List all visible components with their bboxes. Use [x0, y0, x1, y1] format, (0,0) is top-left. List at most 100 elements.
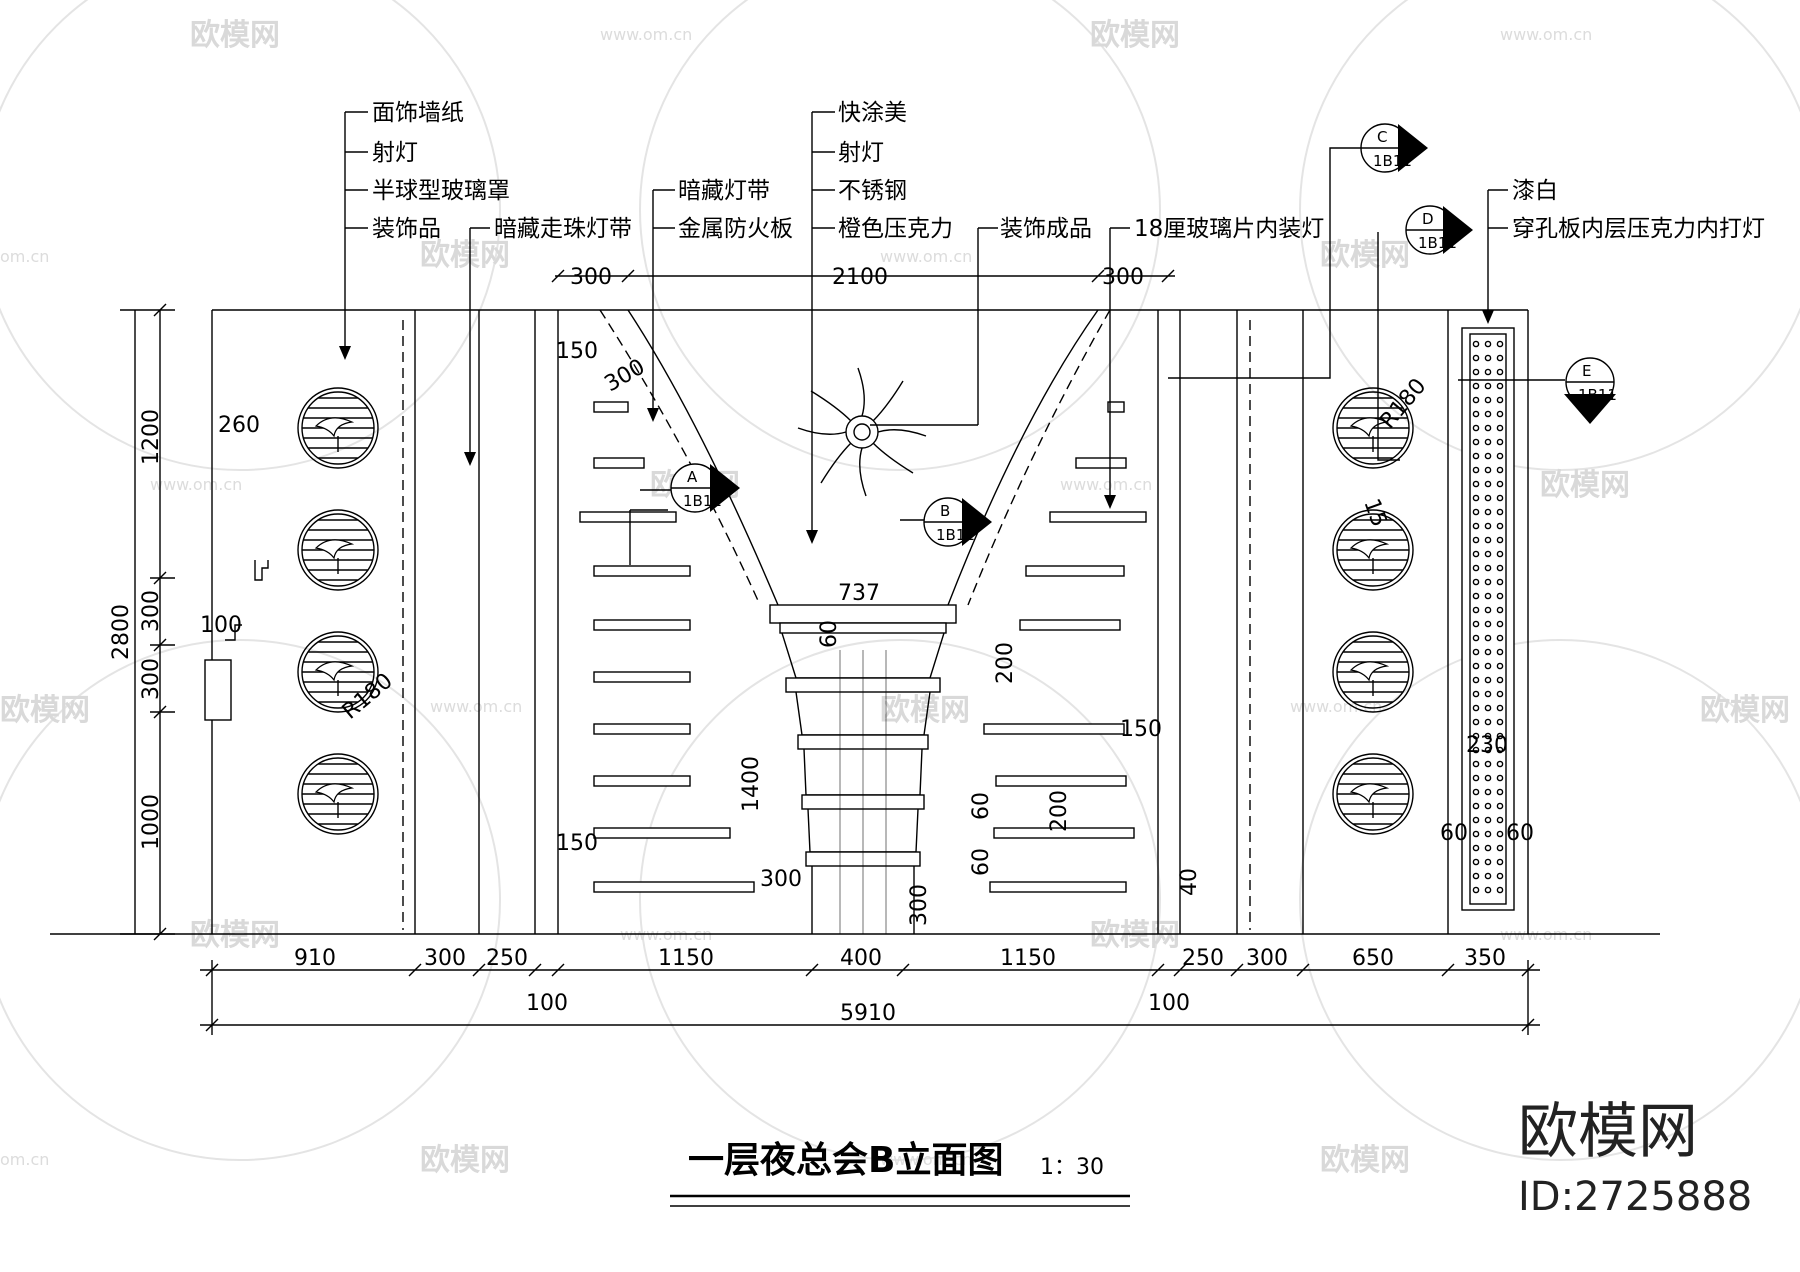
- shelf-bar: [989, 881, 1127, 893]
- perforation-hole: [1484, 480, 1492, 488]
- perforation-hole: [1484, 718, 1492, 726]
- perforation-hole: [1472, 858, 1480, 866]
- perforation-hole: [1496, 774, 1504, 782]
- perforation-hole: [1472, 844, 1480, 852]
- dimension-tick: [1151, 963, 1165, 977]
- section-tag-letter: C: [1377, 128, 1387, 146]
- perforation-hole: [1496, 438, 1504, 446]
- perforation-hole: [1496, 718, 1504, 726]
- glass-dome-outer: [297, 509, 379, 591]
- perforation-hole: [1496, 382, 1504, 390]
- glass-dome-outer: [1332, 509, 1414, 591]
- watermark-text: 欧模网: [1320, 238, 1410, 273]
- perforation-hole: [1484, 578, 1492, 586]
- perforation-hole: [1496, 844, 1504, 852]
- perforation-hole: [1472, 788, 1480, 796]
- perforation-hole: [1484, 522, 1492, 530]
- perforation-hole: [1472, 396, 1480, 404]
- watermark-text: 欧模网: [1540, 468, 1630, 503]
- perforation-hole: [1472, 802, 1480, 810]
- section-tag-c: C 1B11: [1360, 123, 1428, 173]
- perforation-hole: [1496, 802, 1504, 810]
- perforation-hole: [1484, 494, 1492, 502]
- perforation-hole: [1472, 522, 1480, 530]
- dimension-tick: [1296, 963, 1310, 977]
- dim-top-300a: 300: [570, 265, 612, 290]
- label-spotlight-center: 射灯: [838, 140, 884, 166]
- perforation-hole: [1472, 382, 1480, 390]
- dim-r180-right: R180: [1375, 374, 1431, 434]
- shelf-bar: [593, 457, 645, 469]
- watermark-text: 欧模网: [880, 693, 970, 728]
- label-glass-light: 18厘玻璃片内装灯: [1134, 216, 1324, 242]
- dim-60-column: 60: [817, 620, 842, 648]
- dimension-tick: [528, 963, 542, 977]
- perforation-hole: [1472, 872, 1480, 880]
- perforation-hole: [1472, 606, 1480, 614]
- dolphin-ornament: [314, 783, 355, 804]
- perforation-hole: [1496, 886, 1504, 894]
- perforation-hole: [1484, 634, 1492, 642]
- perforation-hole: [1472, 340, 1480, 348]
- perforation-hole: [1496, 578, 1504, 586]
- section-tag-letter: B: [940, 502, 950, 520]
- perforation-hole: [1484, 410, 1492, 418]
- dimension-lines: [120, 269, 1540, 1035]
- perforation-hole: [1484, 550, 1492, 558]
- section-tag-b: B 1B11: [923, 497, 992, 547]
- perforation-hole: [1484, 802, 1492, 810]
- perforation-hole: [1484, 760, 1492, 768]
- perforation-hole: [1472, 704, 1480, 712]
- perforation-hole: [1472, 830, 1480, 838]
- section-tag-a: A 1B11: [670, 463, 740, 513]
- perforated-panel: [1461, 327, 1515, 911]
- dim-bottom-300b: 300: [1246, 946, 1288, 971]
- brand-name: 欧模网: [1518, 1097, 1698, 1167]
- perforation-hole: [1484, 592, 1492, 600]
- dim-300-column: 300: [760, 867, 802, 892]
- perforation-hole: [1472, 648, 1480, 656]
- dimension-tick: [1091, 269, 1105, 283]
- dolphin-ornament: [1349, 539, 1390, 560]
- dimension-tick: [1161, 269, 1175, 283]
- dolphin-ornament: [314, 539, 355, 560]
- shelf-bar: [593, 401, 629, 413]
- watermark-url: www.om.cn: [1060, 475, 1152, 494]
- perforation-hole: [1484, 886, 1492, 894]
- label-stainless-steel: 不锈钢: [838, 178, 907, 204]
- leader-lines: [339, 111, 1565, 565]
- perforation-hole: [1496, 690, 1504, 698]
- perforation-hole: [1496, 760, 1504, 768]
- dimension-texts: 910 300 250 1150 400 1150 250 300 650 35…: [109, 265, 1534, 1026]
- section-tag-letter: E: [1582, 362, 1591, 380]
- drawing-scale: 1：30: [1040, 1155, 1104, 1180]
- glass-dome-outer: [1332, 631, 1414, 713]
- perforation-hole: [1484, 788, 1492, 796]
- dim-bottom-910: 910: [294, 946, 336, 971]
- dim-150-bottom: 150: [556, 831, 598, 856]
- dimension-tick: [805, 963, 819, 977]
- shelf-bar: [1049, 511, 1147, 523]
- dim-150-top: 150: [556, 339, 598, 364]
- perforation-hole: [1496, 424, 1504, 432]
- section-tag-ref: 1B11: [936, 526, 975, 544]
- perforation-hole: [1484, 704, 1492, 712]
- callout-labels: 面饰墙纸 射灯 半球型玻璃罩 装饰品 暗藏走珠灯带 暗藏灯带 金属防火板 快涂美…: [372, 100, 1765, 242]
- dolphin-ornament: [314, 417, 355, 438]
- wall-outline: [50, 309, 1660, 935]
- dimension-tick: [153, 638, 167, 652]
- watermark-circles: [0, 0, 1800, 1161]
- perforation-hole: [1484, 662, 1492, 670]
- perforation-hole: [1496, 788, 1504, 796]
- watermark-text: 欧模网: [190, 18, 280, 53]
- perforation-hole: [1484, 424, 1492, 432]
- acrylic-shelves: [579, 401, 1147, 893]
- perforation-hole: [1496, 396, 1504, 404]
- perforation-hole: [1472, 760, 1480, 768]
- dim-r180-left: R180: [338, 669, 398, 725]
- dimension-tick: [551, 963, 565, 977]
- label-hidden-strip: 暗藏灯带: [678, 178, 770, 204]
- dim-1400: 1400: [739, 756, 764, 812]
- perforation-hole: [1484, 746, 1492, 754]
